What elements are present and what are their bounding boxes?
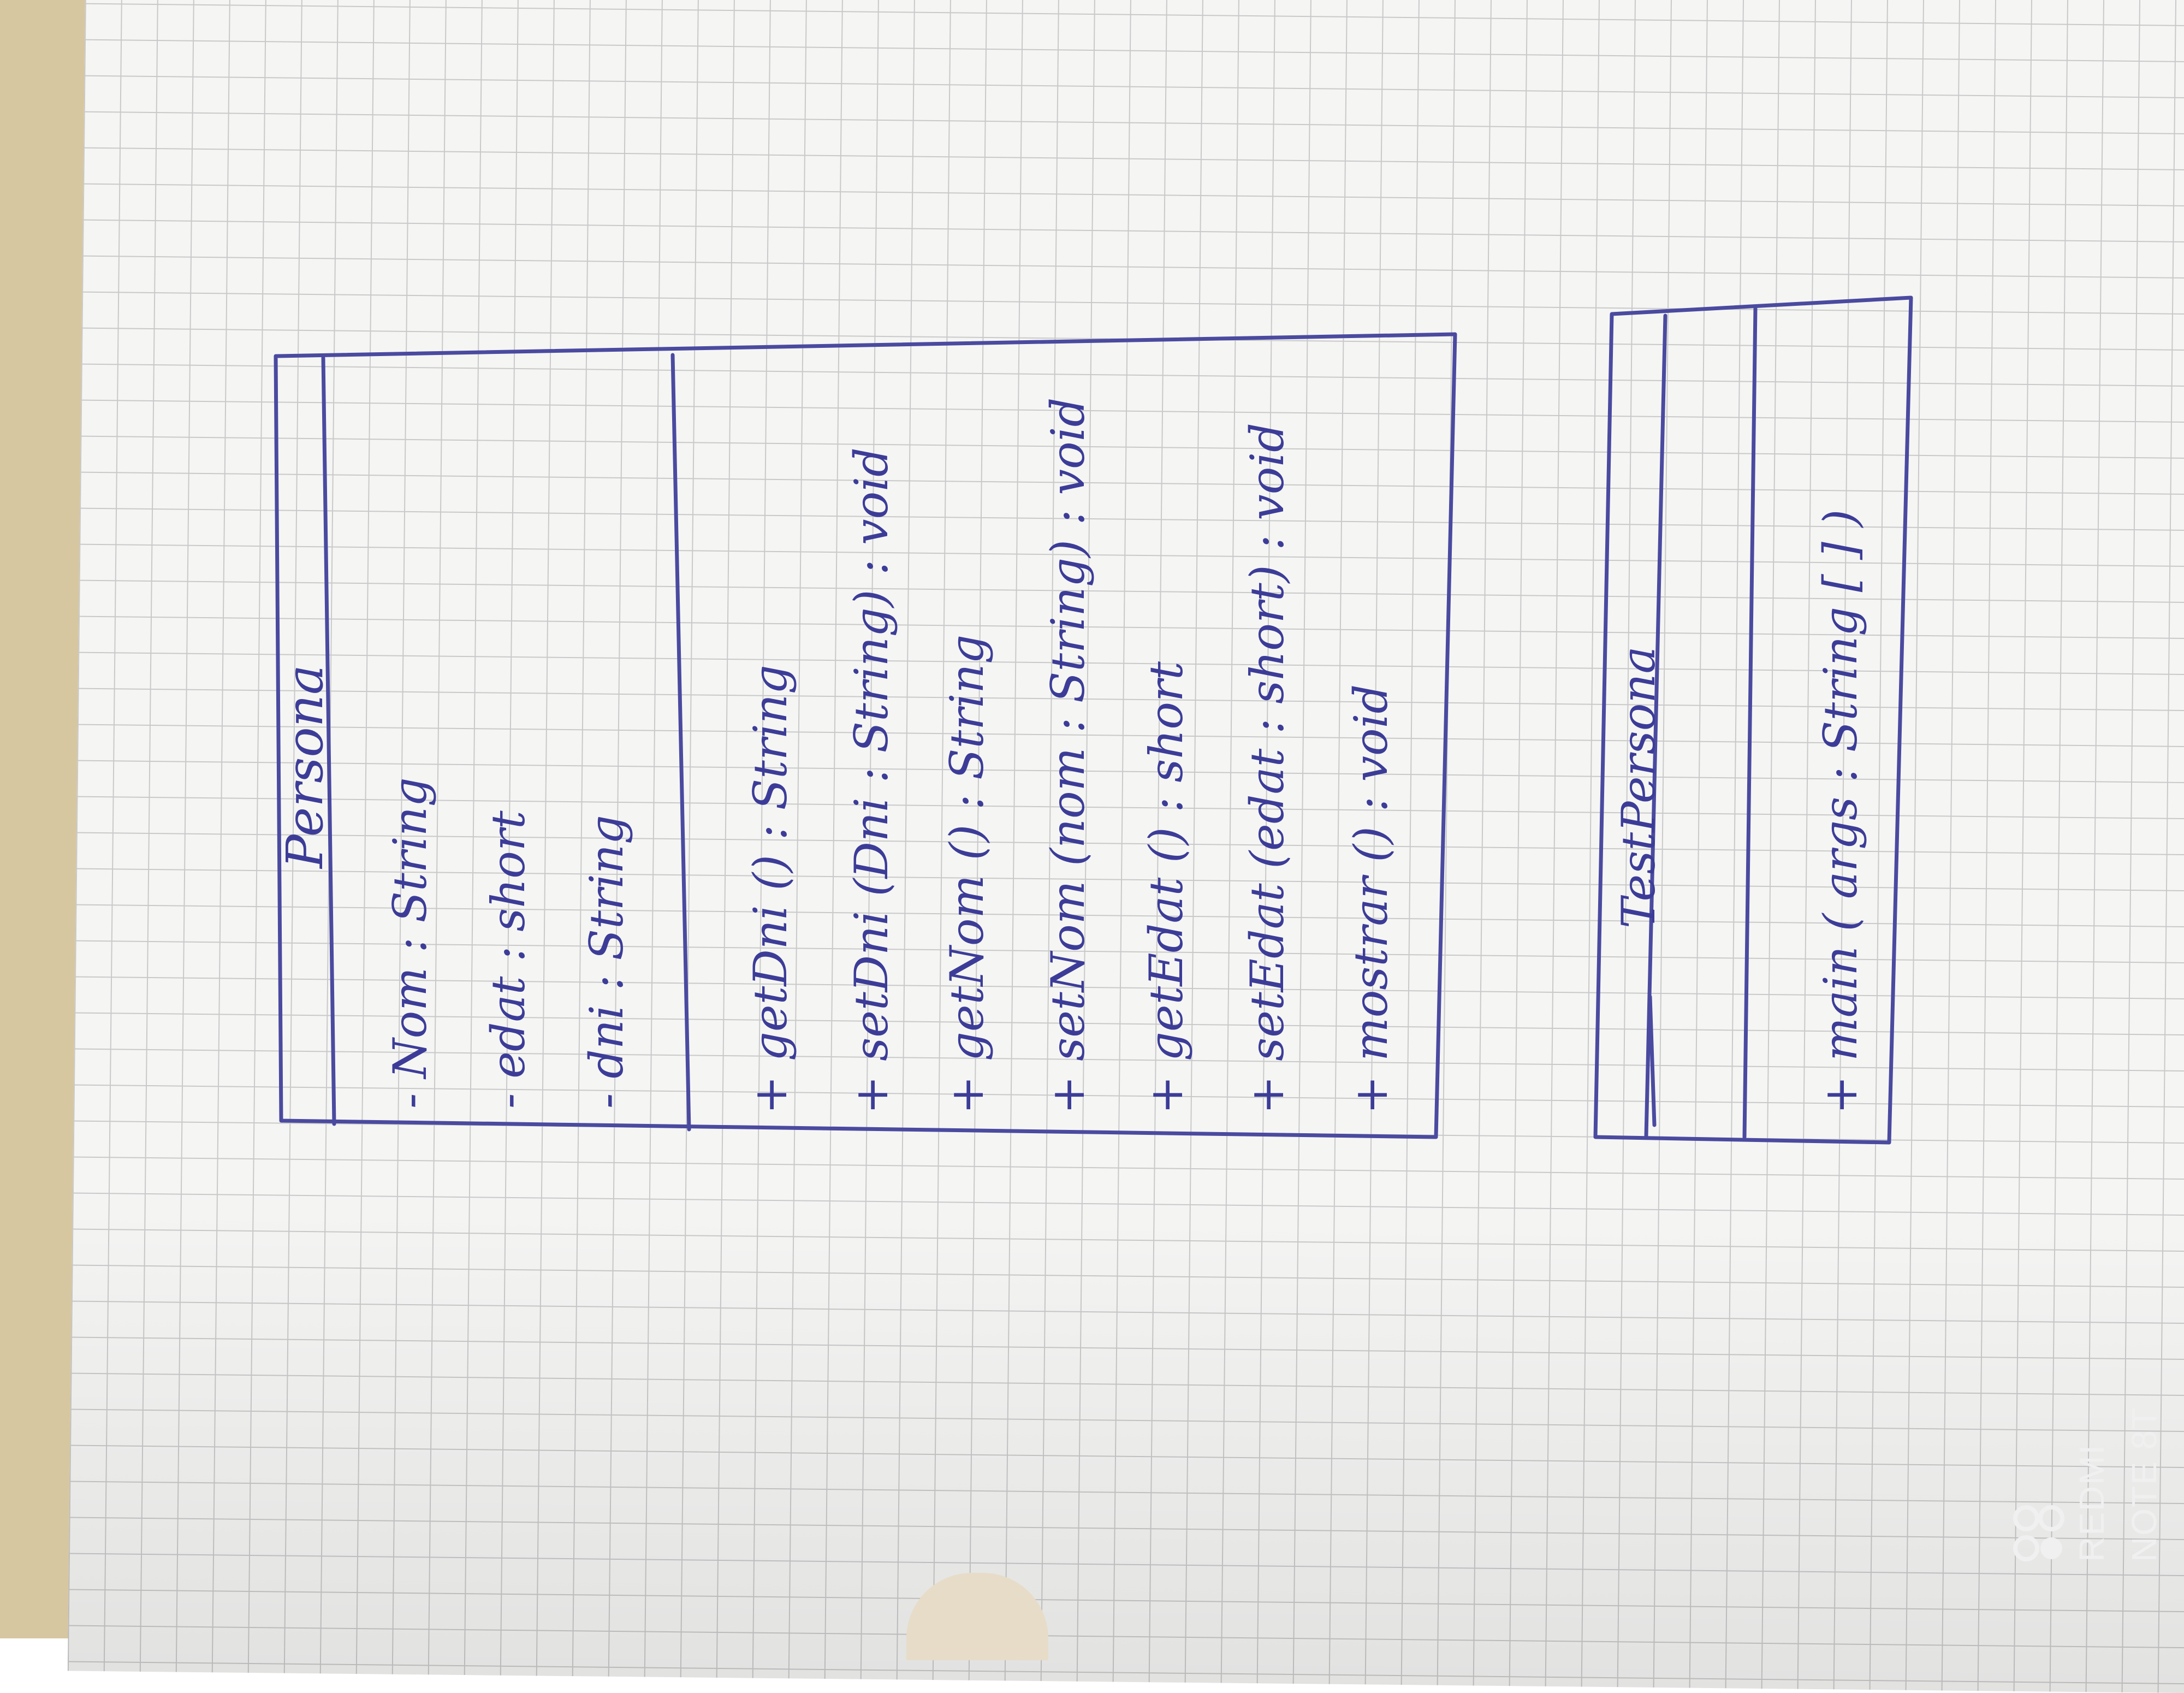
testpersona-attributes-divider xyxy=(1742,306,1758,1139)
testpersona-class-name: TestPersona xyxy=(1612,646,1665,928)
persona-method: + setEdat (edat : short) : void xyxy=(1241,423,1294,1114)
persona-method: + getNom () : String xyxy=(940,635,994,1114)
persona-attribute: - dni : String xyxy=(580,815,633,1109)
persona-method: + setNom (nom : String) : void xyxy=(1041,398,1095,1114)
watermark-line-model: REDMI NOTE 8T xyxy=(2072,1406,2164,1562)
uml-class-diagram: Persona - Nom : String - edat : short - … xyxy=(274,295,1913,1145)
persona-class-name: Persona xyxy=(276,665,334,869)
watermark-line-camera: AI QUAD CAMERA xyxy=(2177,1410,2184,1562)
persona-attributes-divider xyxy=(670,353,691,1132)
camera-watermark: REDMI NOTE 8T AI QUAD CAMERA xyxy=(2009,1387,2184,1562)
persona-method: + mostrar () : void xyxy=(1344,684,1398,1114)
persona-method: + setDni (Dni : String) : void xyxy=(845,447,898,1114)
persona-attribute: - Nom : String xyxy=(383,777,437,1109)
persona-method: + getEdat () : short xyxy=(1140,661,1193,1114)
testpersona-method: + main ( args : String [ ] ) xyxy=(1814,510,1867,1114)
watermark-text: REDMI NOTE 8T AI QUAD CAMERA xyxy=(2066,1387,2184,1562)
class-testpersona: TestPersona + main ( args : String [ ] ) xyxy=(1593,295,1913,1145)
persona-outer-box xyxy=(274,332,1457,1139)
testpersona-attribute-mark xyxy=(1648,995,1657,1127)
persona-header-divider xyxy=(321,356,336,1126)
testpersona-outer-box xyxy=(1593,295,1913,1145)
camera-logo-icon xyxy=(2013,1505,2065,1561)
persona-attribute: - edat : short xyxy=(482,810,535,1109)
persona-method: + getDni () : String xyxy=(744,665,797,1114)
class-persona: Persona - Nom : String - edat : short - … xyxy=(274,332,1457,1139)
